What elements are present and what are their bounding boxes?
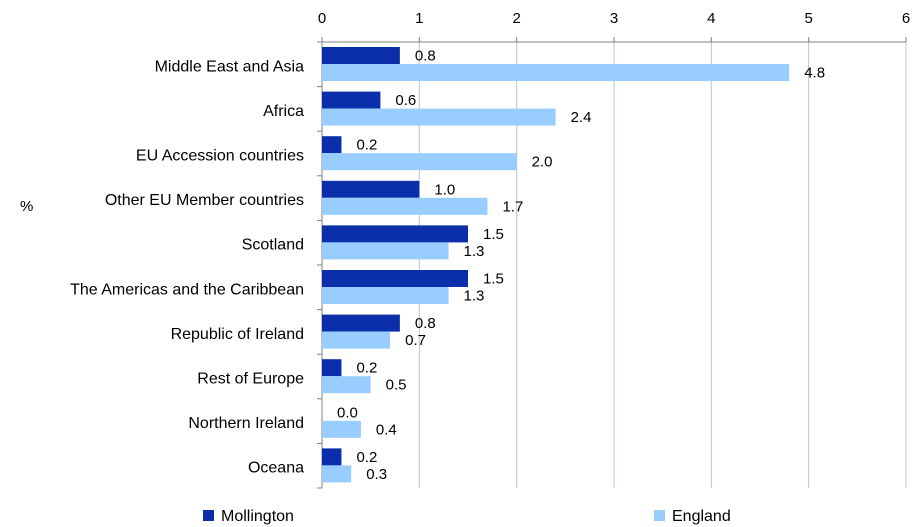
data-label: 1.7 [502, 198, 523, 215]
x-tick-label: 5 [804, 10, 812, 27]
legend-label-mollington: Mollington [221, 508, 294, 525]
bar-mollington [322, 270, 468, 287]
legend-swatch-england [654, 510, 665, 521]
bar-england [322, 108, 556, 126]
bar-england [322, 197, 488, 215]
bar-mollington [322, 180, 420, 198]
legend-label-england: England [672, 508, 731, 525]
data-label: 4.8 [804, 65, 825, 82]
category-label: Middle East and Asia [155, 58, 305, 75]
bar-england [322, 420, 361, 438]
data-label: 0.5 [386, 377, 407, 394]
data-label: 0.3 [366, 466, 387, 483]
x-tick-label: 1 [415, 10, 423, 27]
x-tick-label: 4 [707, 10, 715, 27]
data-label: 0.7 [405, 332, 426, 349]
bar-mollington [322, 359, 342, 377]
bar-mollington [322, 448, 342, 466]
bar-england [322, 376, 371, 394]
x-tick-label: 3 [610, 10, 618, 27]
data-label: 0.0 [337, 404, 358, 421]
bar-england [322, 153, 517, 171]
category-label: Oceana [248, 460, 304, 477]
data-label: 1.5 [483, 271, 504, 288]
category-label: The Americas and the Caribbean [70, 281, 304, 298]
x-tick-label: 0 [318, 10, 326, 27]
data-label: 0.8 [415, 48, 436, 65]
legend-swatch-mollington [203, 510, 214, 521]
data-label: 0.8 [415, 315, 436, 332]
data-label: 0.6 [395, 92, 416, 109]
data-label: 2.0 [532, 154, 553, 171]
bar-mollington [322, 47, 400, 64]
category-label: Republic of Ireland [171, 326, 304, 343]
bar-mollington [322, 225, 468, 243]
data-label: 2.4 [571, 109, 592, 126]
bar-england [322, 331, 391, 349]
bar-mollington [322, 314, 400, 332]
data-label: 1.3 [464, 243, 485, 260]
data-label: 0.2 [356, 360, 377, 377]
x-tick-label: 2 [512, 10, 520, 27]
category-label: EU Accession countries [136, 148, 304, 165]
category-label: Rest of Europe [197, 371, 304, 388]
category-label: Africa [263, 103, 304, 120]
bar-england [322, 242, 449, 260]
bar-england [322, 465, 352, 483]
y-axis-label: % [20, 198, 33, 215]
data-label: 1.5 [483, 226, 504, 243]
bar-england [322, 287, 449, 304]
data-label: 0.4 [376, 421, 397, 438]
data-label: 0.2 [356, 449, 377, 466]
category-label: Northern Ireland [188, 415, 304, 432]
category-label: Other EU Member countries [105, 192, 304, 209]
bar-mollington [322, 91, 381, 109]
bar-mollington [322, 136, 342, 154]
data-label: 1.3 [464, 288, 485, 305]
x-tick-label: 6 [902, 10, 910, 27]
data-label: 1.0 [434, 181, 455, 198]
bar-england [322, 64, 790, 81]
category-label: Scotland [242, 237, 304, 254]
data-label: 0.2 [356, 137, 377, 154]
